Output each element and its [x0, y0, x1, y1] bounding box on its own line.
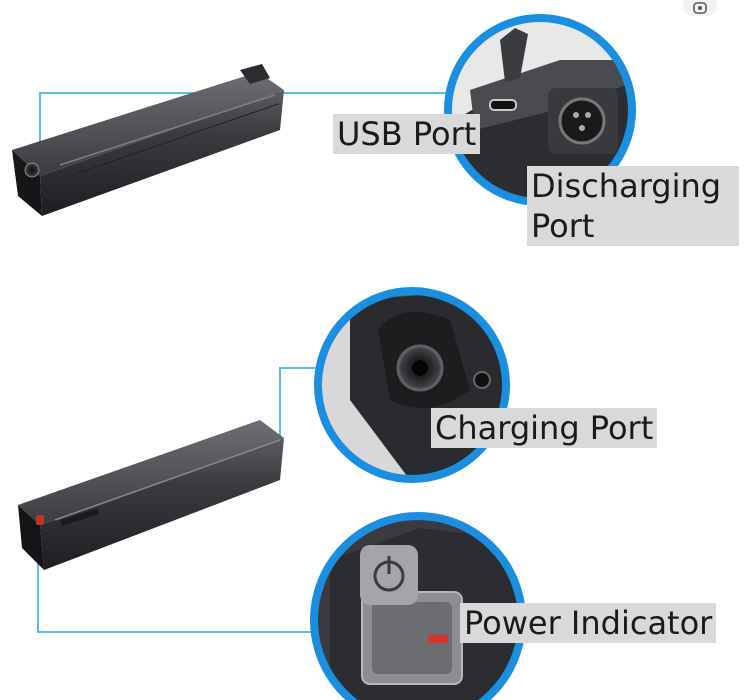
label-charging-port: Charging Port — [431, 408, 658, 448]
battery-top-end-port — [24, 162, 40, 178]
label-power-indicator: Power Indicator — [460, 603, 717, 643]
lens-search-button[interactable] — [683, 0, 717, 16]
battery-bottom — [18, 420, 284, 570]
label-discharging-port: Discharging Port — [527, 166, 739, 246]
label-usb-port: USB Port — [333, 114, 481, 154]
battery-bottom-indicator — [36, 515, 44, 525]
label-discharging-line2: Port — [531, 207, 595, 245]
power-indicator-led — [428, 635, 448, 643]
callout-charging — [314, 287, 510, 483]
battery-top — [12, 64, 284, 216]
label-discharging-line1: Discharging — [531, 167, 722, 205]
leader-line-usb — [39, 92, 448, 160]
lens-search-icon — [693, 2, 707, 14]
leader-line-charging — [279, 367, 318, 440]
